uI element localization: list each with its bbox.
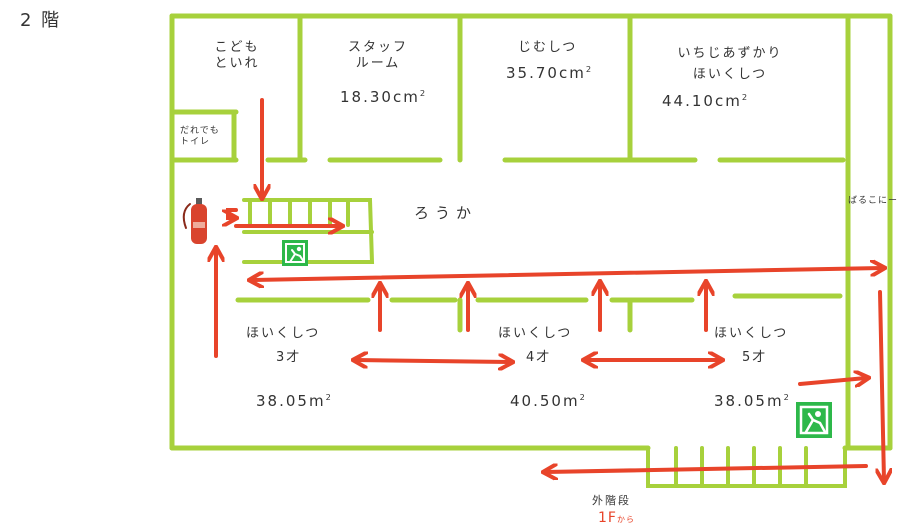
emergency-exit-icon <box>796 402 832 438</box>
room-area-office: 35.70cm2 <box>506 64 594 82</box>
room-area-nursery-5: 38.05m2 <box>714 392 791 410</box>
room-label-staff-room: スタッフ ルーム <box>347 40 408 71</box>
room-age-nursery-3: 3才 <box>276 350 302 365</box>
fire-extinguisher-icon <box>182 198 207 244</box>
balcony-label: ばるこにー <box>848 196 899 206</box>
evacuation-arrow-icon <box>798 378 866 384</box>
corridor-label: ろうか <box>414 204 478 222</box>
evacuation-arrow-icon <box>228 208 236 218</box>
room-label-kids-toilet: こども といれ <box>214 40 260 71</box>
exterior-stairs-label: 外階段 <box>592 494 631 507</box>
evacuation-arrow-icon <box>546 466 868 472</box>
room-area-temporary-care: 44.10cm2 <box>662 92 750 110</box>
room-label-temporary-care: いちじあずかり ほいくしつ <box>677 46 783 82</box>
exterior-stairs-from-floor: 1Fから <box>598 510 635 526</box>
evacuation-routes <box>216 98 884 480</box>
walls <box>169 13 893 451</box>
room-label-nursery-3: ほいくしつ <box>246 326 321 341</box>
room-area-staff-room: 18.30cm2 <box>340 88 428 106</box>
evacuation-arrow-icon <box>252 268 882 280</box>
evacuation-arrow-icon <box>356 360 510 362</box>
room-area-nursery-4: 40.50m2 <box>510 392 587 410</box>
room-label-nursery-5: ほいくしつ <box>714 326 789 341</box>
room-label-office: じむしつ <box>518 40 578 55</box>
floor-title: 2 階 <box>20 10 62 31</box>
room-area-nursery-3: 38.05m2 <box>256 392 333 410</box>
room-label-nursery-4: ほいくしつ <box>498 326 573 341</box>
room-label-accessible-toilet: だれでも トイレ <box>180 126 220 147</box>
evacuation-arrow-icon <box>880 290 884 480</box>
room-age-nursery-5: 5才 <box>742 350 768 365</box>
emergency-exit-icon <box>282 240 308 266</box>
room-age-nursery-4: 4才 <box>526 350 552 365</box>
